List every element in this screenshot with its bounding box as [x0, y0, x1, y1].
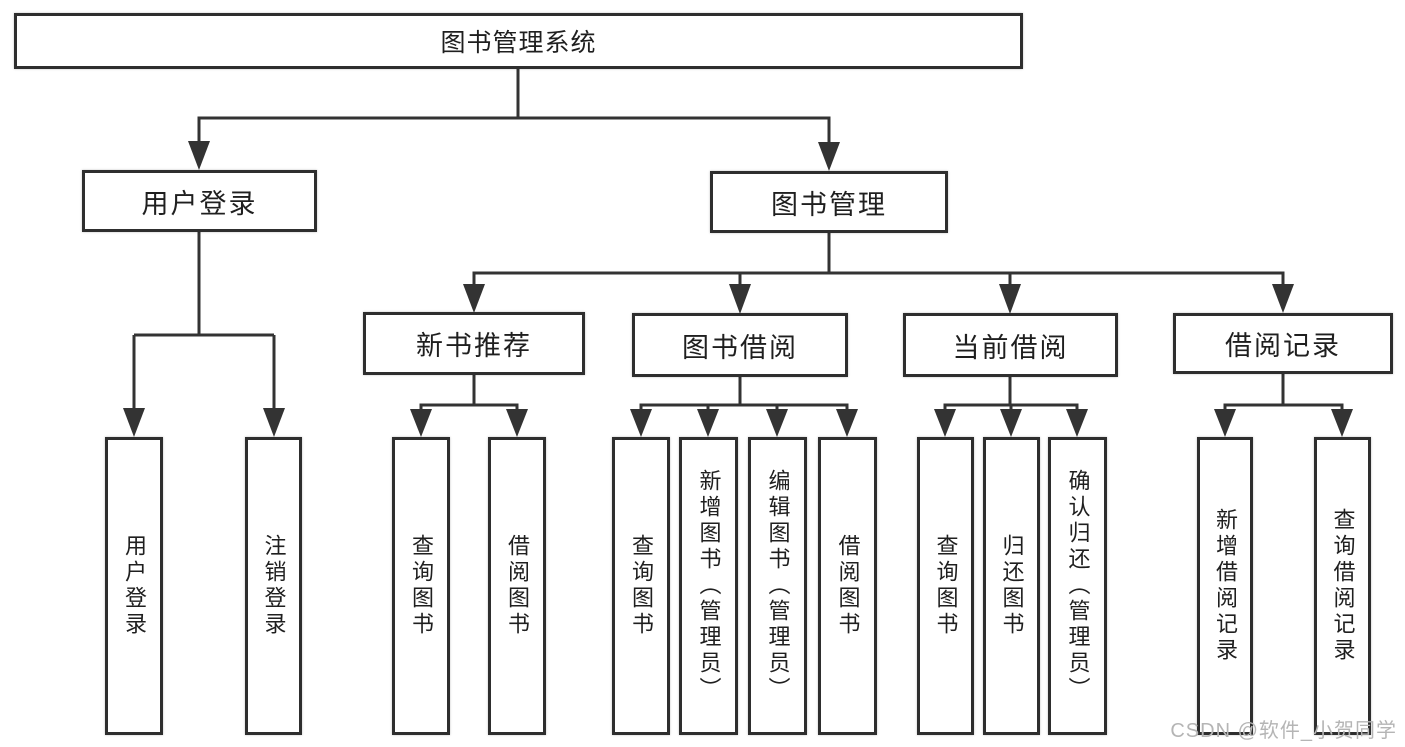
leaf-confirm-return-admin-label: 确认归还（管理员） — [1065, 469, 1091, 703]
leaf-add-borrow-record-label: 新增借阅记录 — [1213, 508, 1238, 664]
leaf-return-books-label: 归还图书 — [999, 534, 1025, 638]
connector-user-login-children — [123, 232, 285, 437]
connector-root-to-level2 — [188, 69, 840, 171]
leaf-borrow-books-borrowing-label: 借阅图书 — [835, 534, 861, 638]
connector-book-borrowing-children — [630, 377, 858, 437]
node-root: 图书管理系统 — [14, 13, 1023, 69]
leaf-query-borrow-record-label: 查询借阅记录 — [1330, 508, 1356, 664]
node-book-management: 图书管理 — [710, 171, 948, 233]
leaf-add-book-admin-label: 新增图书（管理员） — [696, 469, 722, 703]
leaf-query-borrow-record: 查询借阅记录 — [1314, 437, 1371, 735]
watermark: CSDN @软件_小贺同学 — [1170, 720, 1397, 742]
leaf-query-books-borrowing: 查询图书 — [612, 437, 670, 735]
node-new-book-recommend-label: 新书推荐 — [416, 331, 532, 361]
node-user-login-label: 用户登录 — [141, 188, 258, 219]
leaf-add-borrow-record: 新增借阅记录 — [1197, 437, 1253, 735]
node-borrowing-records: 借阅记录 — [1173, 313, 1393, 374]
leaf-confirm-return-admin: 确认归还（管理员） — [1048, 437, 1107, 735]
leaf-query-books-recommend-label: 查询图书 — [409, 534, 434, 638]
node-root-label: 图书管理系统 — [440, 29, 597, 57]
leaf-borrow-books-recommend-label: 借阅图书 — [505, 534, 530, 638]
leaf-query-books-borrowing-label: 查询图书 — [629, 534, 654, 638]
node-borrowing-records-label: 借阅记录 — [1225, 331, 1341, 361]
node-book-borrowing: 图书借阅 — [632, 313, 848, 377]
connector-borrowing-records-children — [1214, 374, 1353, 437]
connector-new-book-recommend-children — [410, 375, 528, 437]
leaf-user-login: 用户登录 — [105, 437, 163, 735]
leaf-logout: 注销登录 — [245, 437, 302, 735]
node-new-book-recommend: 新书推荐 — [363, 312, 585, 375]
leaf-user-login-label: 用户登录 — [122, 534, 147, 638]
connector-current-borrowing-children — [934, 377, 1088, 437]
leaf-borrow-books-recommend: 借阅图书 — [488, 437, 546, 735]
node-current-borrowing-label: 当前借阅 — [952, 332, 1069, 363]
leaf-edit-book-admin-label: 编辑图书（管理员） — [765, 469, 791, 703]
leaf-add-book-admin: 新增图书（管理员） — [679, 437, 738, 735]
leaf-edit-book-admin: 编辑图书（管理员） — [748, 437, 807, 735]
leaf-borrow-books-borrowing: 借阅图书 — [818, 437, 877, 735]
node-book-borrowing-label: 图书借阅 — [682, 332, 798, 363]
leaf-query-books-current-label: 查询图书 — [933, 534, 959, 638]
leaf-return-books: 归还图书 — [983, 437, 1040, 735]
leaf-query-books-current: 查询图书 — [917, 437, 974, 735]
leaf-logout-label: 注销登录 — [261, 534, 287, 638]
node-book-management-label: 图书管理 — [771, 189, 887, 220]
node-current-borrowing: 当前借阅 — [903, 313, 1118, 377]
leaf-query-books-recommend: 查询图书 — [392, 437, 450, 735]
connector-book-management-to-level3 — [463, 233, 1294, 314]
node-user-login: 用户登录 — [82, 170, 317, 232]
